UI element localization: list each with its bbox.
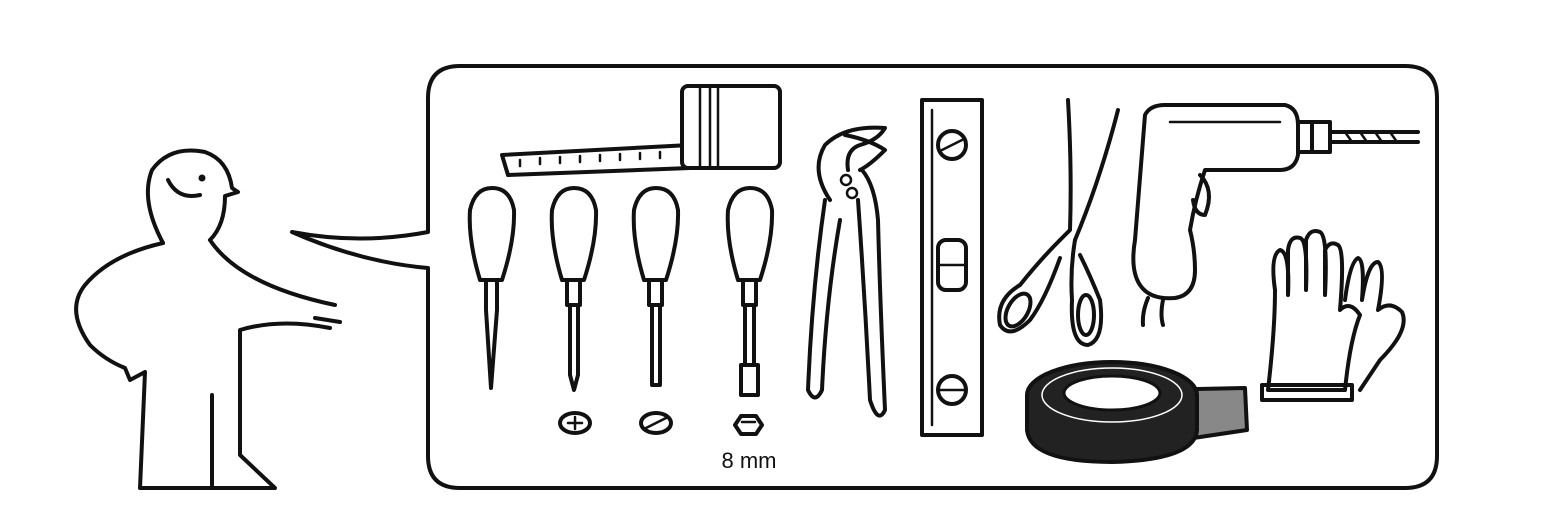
socket-size-label: 8 mm — [721, 448, 777, 473]
scissors-icon — [997, 98, 1120, 347]
tape-measure-icon — [500, 84, 782, 177]
power-drill-icon — [1131, 103, 1420, 327]
tape-roll-icon — [1025, 360, 1249, 465]
person-figure — [74, 148, 342, 490]
screwdriver-phillips-icon — [549, 186, 599, 435]
tools-speech-bubble — [290, 64, 1439, 490]
spirit-level-icon — [920, 98, 984, 437]
screwdriver-awl-icon — [467, 186, 517, 390]
screwdriver-flat-icon — [631, 186, 681, 435]
pliers-icon — [806, 125, 887, 418]
work-gloves-icon — [1260, 229, 1406, 402]
nut-driver-icon — [725, 186, 775, 436]
